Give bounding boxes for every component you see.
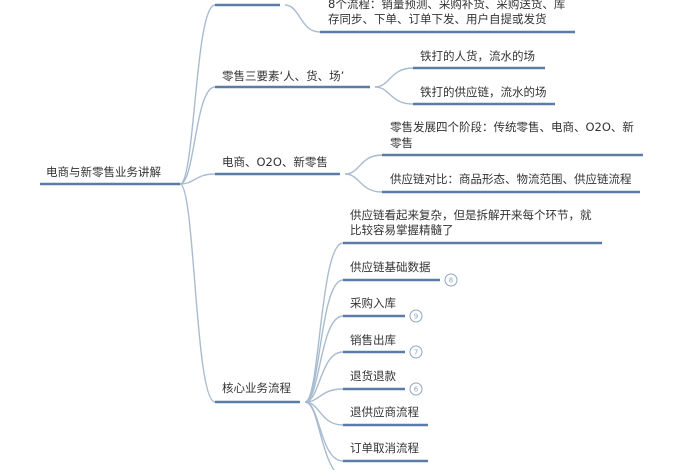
connector (304, 388, 344, 403)
node-text[interactable]: 铁打的供应链，流水的场 (420, 85, 547, 99)
node-text[interactable]: 订单取消流程 (350, 441, 419, 455)
badge-count: 7 (414, 349, 418, 357)
connector (179, 183, 216, 403)
badge-count: 6 (414, 386, 419, 394)
node-text[interactable]: 销售出库 (350, 333, 396, 347)
collapsed-count-badge[interactable] (444, 273, 458, 287)
collapsed-count-badge[interactable] (409, 309, 423, 323)
branch-ecommerce[interactable]: 电商、O2O、新零售 (222, 155, 328, 169)
connector (304, 279, 344, 403)
node-text[interactable]: 铁打的人货，流水的场 (420, 49, 535, 63)
connector (344, 154, 383, 175)
connector (374, 67, 414, 88)
node-text[interactable]: 存同步、下单、订单下发、用户自提或发货 (328, 12, 547, 26)
root-node[interactable]: 电商与新零售业务讲解 (46, 165, 161, 179)
node-text[interactable]: 零售 (390, 136, 413, 150)
node-text[interactable]: 供应链对比：商品形态、物流范围、供应链流程 (390, 172, 632, 186)
collapsed-count-badge[interactable] (409, 382, 423, 396)
node-text[interactable]: 退供应商流程 (350, 405, 419, 419)
connector (344, 173, 383, 193)
connector (304, 315, 344, 403)
connector (304, 351, 344, 403)
connector (304, 401, 344, 462)
connector (304, 242, 344, 403)
badge-count: 9 (414, 313, 418, 321)
node-text[interactable]: 退货退款 (350, 369, 396, 383)
node-text[interactable]: 比较容易掌握精髓了 (350, 223, 454, 237)
connector (284, 4, 321, 33)
collapsed-count-badge[interactable] (409, 345, 423, 359)
node-text[interactable]: 供应链基础数据 (350, 260, 431, 274)
connector (179, 173, 216, 185)
connector (179, 86, 216, 185)
node-text[interactable]: 供应链看起来复杂，但是拆解开来每个环节，就 (350, 208, 592, 222)
branch-core-process[interactable]: 核心业务流程 (222, 381, 291, 395)
branch-retail-elements[interactable]: 零售三要素‘人、货、场’ (222, 69, 344, 83)
badge-count: 8 (449, 277, 453, 285)
connector (179, 4, 216, 185)
node-text[interactable]: 8个流程：销量预测、采购补货、采购送货、库 (328, 0, 565, 11)
node-text[interactable]: 采购入库 (350, 296, 396, 310)
node-text[interactable]: 零售发展四个阶段：传统零售、电商、O2O、新 (390, 120, 634, 134)
connector (374, 86, 414, 105)
